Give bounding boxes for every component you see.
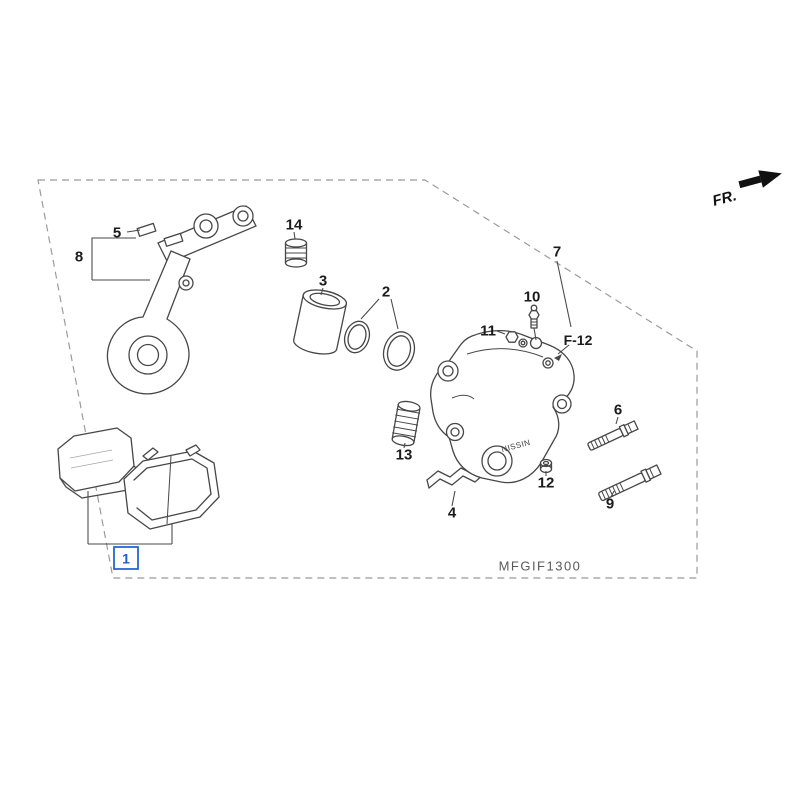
- piston-seal-drawing: [343, 320, 416, 371]
- leader-part-11: [496, 330, 506, 335]
- part-label-11: 11: [480, 323, 496, 340]
- caliper-bracket-drawing: [106, 205, 257, 395]
- bleeder-valve-drawing: [528, 304, 540, 341]
- brake-pad-set-drawing: [57, 427, 220, 530]
- pin-bolt-lower-drawing: [598, 464, 662, 502]
- pin-boot-drawing: [391, 400, 421, 447]
- fr-arrow-icon: [738, 170, 782, 189]
- part-label-12: 12: [538, 475, 555, 492]
- leader-part-2: [360, 298, 399, 330]
- leader-part-14: [293, 231, 296, 240]
- pad-clip-b: [163, 232, 184, 247]
- leader-part-9: [610, 490, 615, 498]
- pad-clip-a: [136, 222, 157, 237]
- part-label-9: 9: [606, 496, 614, 513]
- leader-part-5: [126, 229, 141, 233]
- leader-part-7: [556, 260, 572, 328]
- part-1-highlight-box[interactable]: [113, 546, 139, 570]
- caliper-piston-drawing: [293, 289, 348, 355]
- diagram-code: MFGIF1300: [499, 559, 582, 574]
- caliper-body-drawing: NISSIN: [430, 329, 575, 484]
- part-label-5: 5: [113, 225, 121, 242]
- fr-direction-group: FR.: [711, 170, 782, 210]
- pin-bolt-upper-drawing: [587, 420, 639, 451]
- leader-part-13: [403, 442, 406, 449]
- diagram-frame-border: [37, 179, 698, 579]
- piston-boot-drawing: [284, 238, 308, 268]
- leader-f12: [557, 344, 570, 355]
- f12-arrowhead: [554, 354, 562, 361]
- part-label-13: 13: [396, 447, 413, 464]
- leader-part-1-bracket: [87, 491, 173, 545]
- fr-label: FR.: [711, 187, 739, 210]
- part-label-1[interactable]: 1: [122, 551, 130, 567]
- leader-part-8: [91, 237, 150, 281]
- leader-part-6: [615, 416, 619, 425]
- oil-bolt-drawing: [505, 331, 528, 348]
- part-label-3: 3: [319, 273, 327, 290]
- part-label-6: 6: [614, 402, 622, 419]
- part-label-7: 7: [553, 244, 561, 261]
- part-label-14: 14: [286, 217, 303, 234]
- leader-part-3: [320, 287, 324, 296]
- pin-boot-clip-drawing: [539, 458, 553, 474]
- leader-part-4: [451, 490, 456, 507]
- part-label-10: 10: [524, 289, 541, 306]
- figure-ref-f12: F-12: [564, 332, 593, 348]
- part-label-2: 2: [382, 284, 390, 301]
- part-label-8: 8: [75, 249, 83, 266]
- part-label-4: 4: [448, 505, 457, 522]
